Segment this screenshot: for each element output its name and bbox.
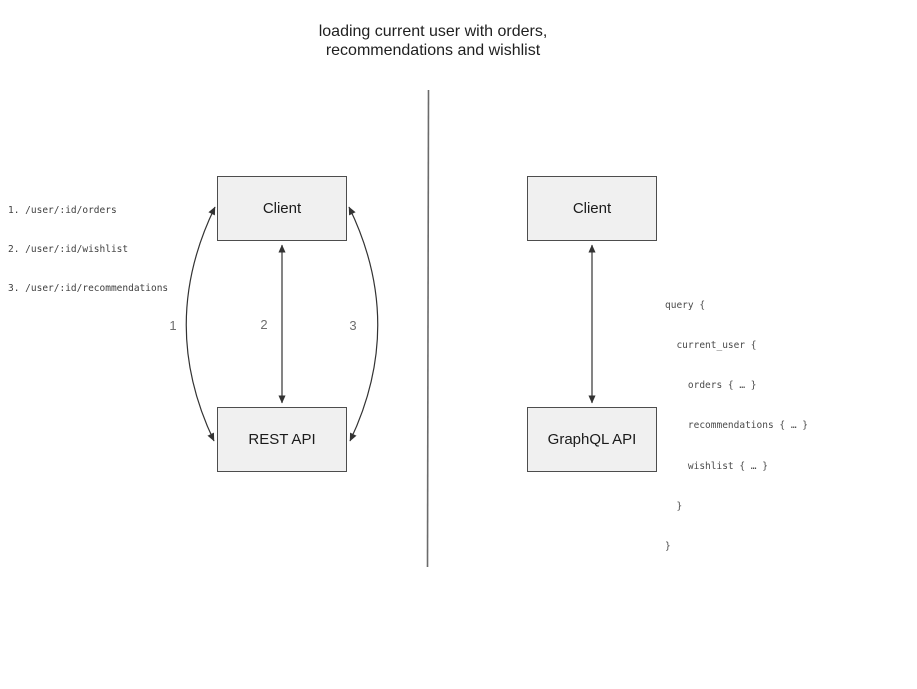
graphql-client-node: Client bbox=[527, 176, 657, 241]
graphql-api-node: GraphQL API bbox=[527, 407, 657, 472]
rest-endpoint-orders: 1. /user/:id/orders bbox=[8, 205, 117, 216]
rest-client-label: Client bbox=[262, 200, 302, 217]
query-line-close-outer: } bbox=[665, 541, 671, 553]
query-line-current-user: current_user { bbox=[665, 340, 757, 352]
diagram-title-line2: recommendations and wishlist bbox=[325, 42, 541, 59]
rest-api-label: REST API bbox=[248, 431, 316, 448]
query-line-open: query { bbox=[665, 299, 706, 311]
rest-request-arrow-1 bbox=[185, 206, 216, 442]
rest-arrow-label-3: 3 bbox=[349, 318, 357, 333]
graphql-query-snippet: query { current_user { orders { … } reco… bbox=[665, 272, 808, 567]
rest-endpoint-wishlist: 2. /user/:id/wishlist bbox=[8, 244, 129, 255]
rest-endpoint-list: 1. /user/:id/orders 2. /user/:id/wishlis… bbox=[8, 178, 168, 308]
graphql-api-label: GraphQL API bbox=[547, 431, 637, 448]
diagram-title-line1: loading current user with orders, bbox=[318, 23, 548, 40]
rest-api-node: REST API bbox=[217, 407, 347, 472]
rest-arrow-label-2: 2 bbox=[260, 317, 268, 332]
query-line-close-inner: } bbox=[665, 500, 683, 512]
query-line-recommendations: recommendations { … } bbox=[665, 420, 808, 432]
query-line-orders: orders { … } bbox=[665, 380, 757, 392]
diagram-title: loading current user with orders, recomm… bbox=[319, 22, 548, 60]
rest-client-node: Client bbox=[217, 176, 347, 241]
graphql-client-label: Client bbox=[572, 200, 612, 217]
rest-endpoint-recommendations: 3. /user/:id/recommendations bbox=[8, 283, 169, 294]
query-line-wishlist: wishlist { … } bbox=[665, 460, 768, 472]
rest-arrow-label-1: 1 bbox=[169, 318, 177, 333]
panel-divider-line bbox=[426, 89, 430, 568]
